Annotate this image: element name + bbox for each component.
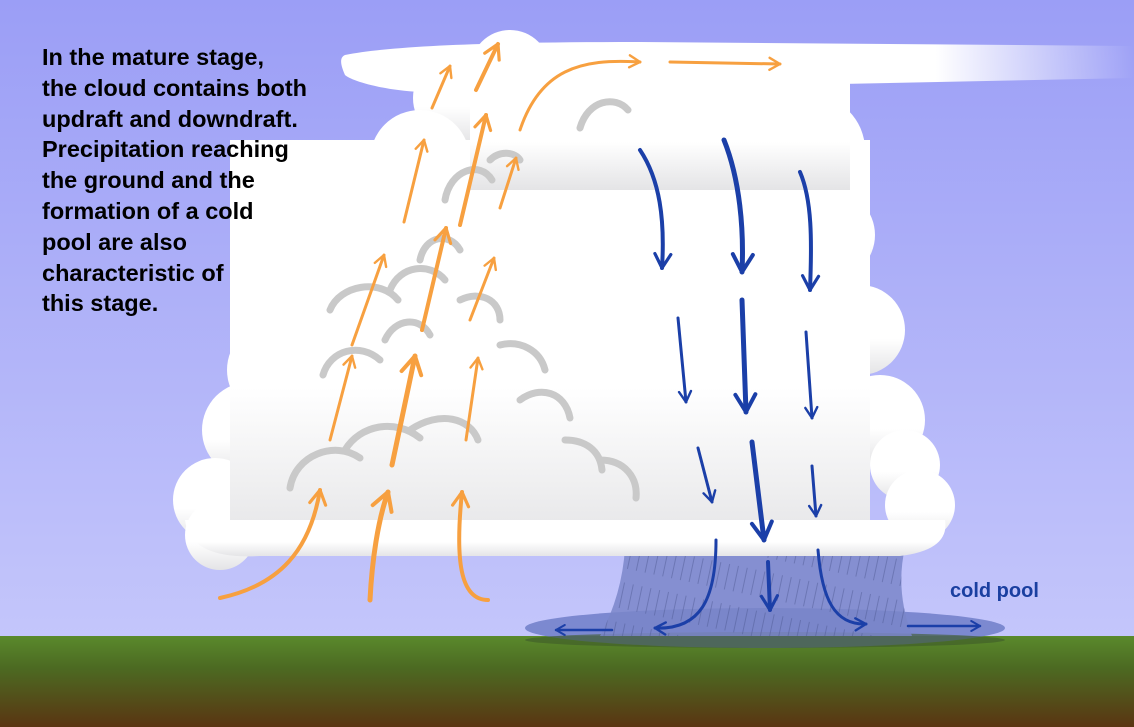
rain-shaft [600,548,912,636]
cold-pool-label: cold pool [950,580,1039,602]
downdraft-arrows [554,137,982,636]
cloud-turret-outlines [286,98,640,502]
downdraft-arrow [696,446,717,504]
updraft-arrow [474,42,501,92]
downdraft-arrow [804,330,819,420]
updraft-arrow [328,354,357,442]
updraft-arrow [350,253,388,347]
updraft-arrow [367,489,394,603]
downdraft-arrow [733,297,758,415]
updraft-arrow [498,156,520,210]
downdraft-arrow [749,439,774,543]
cloud-body [173,30,955,570]
downdraft-arrow [638,148,673,270]
updraft-arrow [218,488,328,600]
updraft-arrow [451,490,490,602]
updraft-arrow [468,256,498,322]
downdraft-arrow [798,170,821,292]
updraft-arrow [430,64,453,110]
caption-line: pool are also [42,228,187,255]
updraft-arrow [464,356,484,442]
caption-line: this stage. [42,290,159,317]
ground [0,636,1134,727]
caption-line: Precipitation reaching [42,136,289,163]
caption-line: updraft and downdraft. [42,105,298,132]
downdraft-arrow [807,464,823,518]
downdraft-arrow [721,137,755,275]
updraft-arrow [389,353,424,468]
updraft-arrow [420,226,453,332]
downdraft-arrow [759,560,780,612]
caption-line: In the mature stage, [42,44,264,70]
downdraft-arrow [676,316,693,404]
stage-description: In the mature stage, the cloud contains … [42,42,372,319]
caption-line: the cloud contains both [42,74,308,101]
updraft-arrows [218,42,782,603]
updraft-arrow [668,56,782,72]
updraft-arrow [402,138,429,224]
caption-line: characteristic of [42,259,224,286]
updraft-arrow [518,54,642,132]
updraft-arrow [458,113,493,227]
downdraft-arrow [653,538,718,636]
downdraft-arrow [816,548,868,632]
caption-line: the ground and the [42,167,255,194]
caption-line: formation of a cold [42,197,254,224]
